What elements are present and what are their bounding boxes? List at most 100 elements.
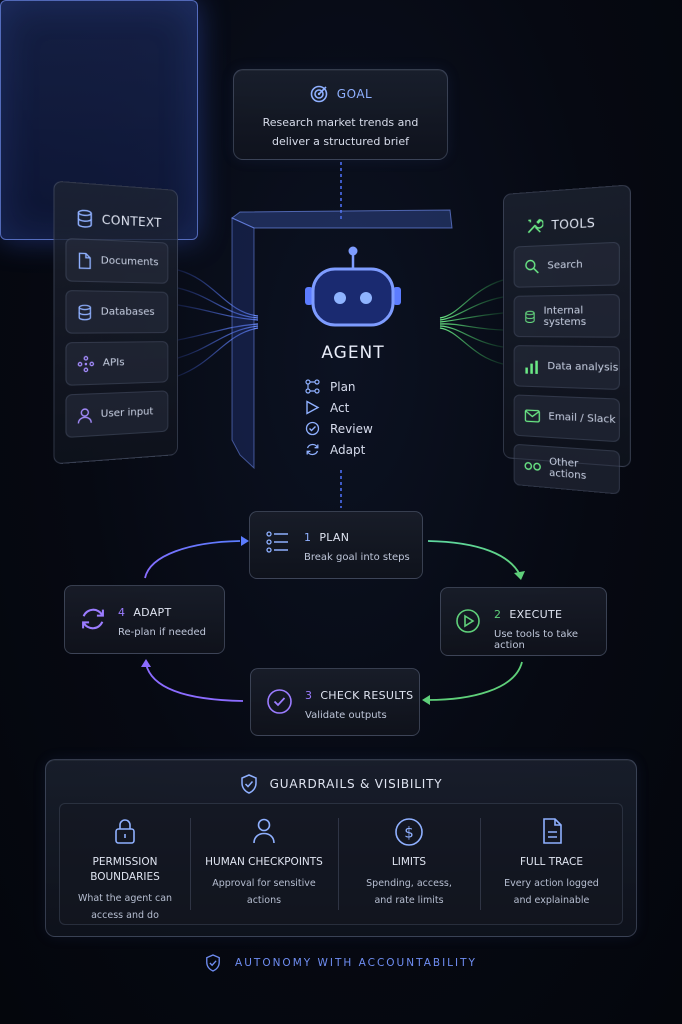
document-icon (77, 252, 92, 269)
dollar-circle-icon: $ (394, 817, 424, 847)
agent-action-label: Plan (330, 380, 356, 394)
context-item-label: APIs (103, 357, 125, 369)
agent-action-label: Review (330, 422, 373, 436)
tools-item-label: Search (547, 259, 582, 272)
step-desc: Break goal into steps (304, 552, 410, 563)
flow-icon (305, 379, 320, 394)
context-item-documents: Documents (65, 238, 168, 284)
step-title: PLAN (319, 531, 349, 544)
agent-action-act: Act (305, 397, 373, 418)
bar-chart-icon (524, 359, 539, 374)
step-adapt: 4 ADAPT Re-plan if needed (64, 585, 225, 654)
database-icon (76, 209, 93, 229)
guardrail-desc: Approval for sensitive (191, 875, 337, 892)
guardrail-title: PERMISSION (60, 855, 190, 870)
goal-card: GOAL Research market trends and deliver … (233, 69, 448, 160)
target-icon (309, 84, 329, 104)
robot-icon (303, 243, 403, 335)
guardrail-full-trace: FULL TRACE Every action loggedand explai… (481, 803, 622, 925)
tools-item-data-analysis: Data analysis (514, 345, 620, 390)
guardrail-desc: What the agent can (60, 890, 190, 907)
list-icon (266, 531, 290, 553)
tools-item-email-slack: Email / Slack (514, 394, 620, 442)
user-icon (77, 406, 92, 424)
context-title: CONTEXT (102, 212, 162, 230)
step-plan: 1 PLAN Break goal into steps (249, 511, 423, 579)
guardrail-desc: Every action logged (481, 875, 622, 892)
tools-item-search: Search (514, 242, 620, 288)
svg-text:$: $ (404, 824, 414, 842)
step-execute: 2 EXECUTE Use tools to take action (440, 587, 607, 656)
guardrail-desc: access and do (60, 907, 190, 924)
step-desc: Validate outputs (305, 710, 387, 721)
context-item-label: Databases (101, 306, 155, 318)
agent-action-label: Act (330, 401, 349, 415)
lock-icon (113, 817, 137, 845)
step-number: 2 (494, 608, 501, 621)
refresh-icon (305, 442, 320, 457)
goal-line-2: deliver a structured brief (234, 132, 447, 151)
check-circle-icon (305, 421, 320, 436)
play-circle-icon (455, 608, 481, 634)
tools-panel: TOOLS Search Internal systems Data analy… (503, 184, 631, 467)
shield-check-icon (205, 954, 221, 972)
goal-title: GOAL (337, 87, 372, 101)
step-desc: Re-plan if needed (118, 627, 206, 638)
guardrail-title: HUMAN CHECKPOINTS (191, 855, 337, 870)
database-icon (77, 303, 92, 320)
guardrails-header: GUARDRAILS & VISIBILITY (45, 774, 637, 794)
agent-action-label: Adapt (330, 443, 365, 457)
play-icon (305, 400, 320, 415)
document-icon (540, 817, 564, 845)
guardrail-desc: actions (191, 892, 337, 909)
goal-line-1: Research market trends and (234, 113, 447, 132)
tools-item-label: Data analysis (547, 361, 618, 374)
guardrail-human-checkpoints: HUMAN CHECKPOINTS Approval for sensitive… (191, 803, 337, 925)
mail-icon (524, 409, 540, 423)
footer: AUTONOMY WITH ACCOUNTABILITY (0, 954, 682, 972)
user-icon (252, 817, 276, 845)
context-item-apis: APIs (65, 341, 168, 386)
refresh-icon (79, 605, 107, 633)
guardrail-title: BOUNDARIES (60, 870, 190, 885)
tools-item-internal-systems: Internal systems (514, 294, 620, 338)
agent-action-review: Review (305, 418, 373, 439)
footer-text: AUTONOMY WITH ACCOUNTABILITY (235, 957, 477, 969)
search-icon (524, 259, 539, 275)
agent-title: AGENT (254, 343, 452, 363)
api-icon (77, 355, 94, 372)
step-title: EXECUTE (509, 608, 562, 621)
step-number: 4 (118, 606, 125, 619)
guardrail-desc: Spending, access, (339, 875, 479, 892)
context-item-databases: Databases (65, 290, 168, 334)
database-icon (524, 308, 535, 324)
guardrail-permission-boundaries: PERMISSIONBOUNDARIES What the agent cana… (60, 803, 190, 925)
step-desc: Use tools to take action (494, 629, 606, 651)
guardrails-title: GUARDRAILS & VISIBILITY (270, 777, 443, 791)
link-icon (524, 460, 541, 471)
context-panel: CONTEXT Documents Databases APIs User in… (53, 181, 178, 465)
step-title: CHECK RESULTS (320, 689, 413, 702)
guardrail-desc: and explainable (481, 892, 622, 909)
context-item-label: Documents (101, 255, 159, 268)
step-check-results: 3 CHECK RESULTS Validate outputs (250, 668, 420, 736)
guardrail-desc: and rate limits (339, 892, 479, 909)
step-number: 3 (305, 689, 312, 702)
tools-title: TOOLS (551, 215, 595, 232)
agent-action-plan: Plan (305, 376, 373, 397)
shield-check-icon (240, 774, 258, 794)
guardrail-title: LIMITS (339, 855, 479, 870)
step-title: ADAPT (133, 606, 171, 619)
tools-icon (525, 217, 543, 236)
context-item-user-input: User input (65, 390, 168, 438)
context-item-label: User input (101, 406, 154, 420)
step-number: 1 (304, 531, 311, 544)
agent-actions: Plan Act Review Adapt (305, 376, 373, 460)
guardrail-title: FULL TRACE (481, 855, 622, 870)
tools-item-label: Email / Slack (548, 411, 615, 426)
check-circle-icon (266, 688, 293, 715)
tools-item-other-actions: Other actions (514, 444, 620, 495)
guardrail-limits: $ LIMITS Spending, access,and rate limit… (339, 803, 479, 925)
tools-item-label: Other actions (549, 456, 619, 485)
agent-action-adapt: Adapt (305, 439, 373, 460)
